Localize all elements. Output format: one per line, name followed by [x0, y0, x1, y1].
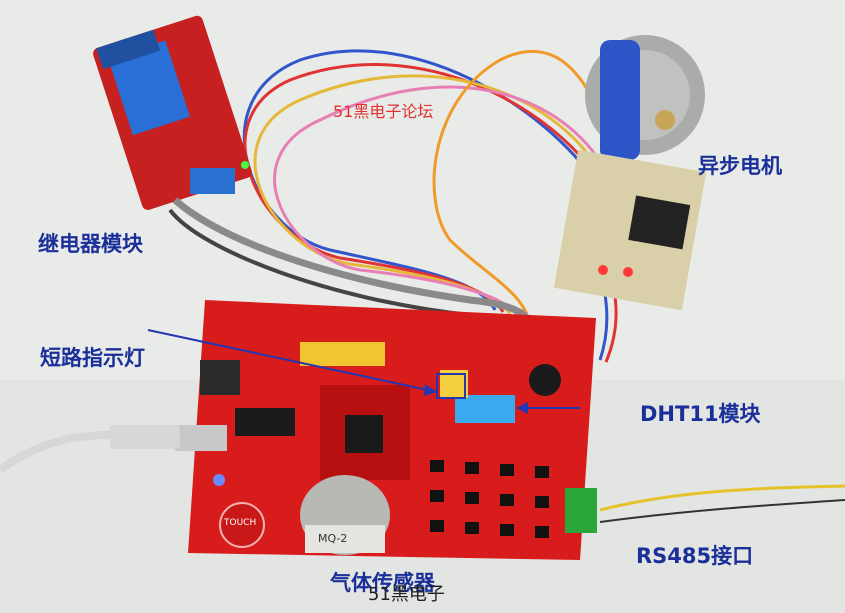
dht11-module-label: DHT11模块: [640, 402, 761, 426]
mq2-silkscreen: MQ-2: [318, 532, 348, 545]
relay-module-illustration: [93, 15, 252, 210]
watermark-bottom: 51黑电子: [368, 584, 445, 605]
touch-silkscreen: TOUCH: [224, 518, 257, 528]
stepper-motor-illustration: [553, 35, 707, 311]
watermark-top: 51黑电子论坛: [333, 102, 434, 121]
rs485-port-label: RS485接口: [636, 544, 754, 568]
short-indicator-label: 短路指示灯: [40, 346, 145, 370]
stepper-motor-label: 异步电机: [698, 154, 782, 178]
annotation-arrows: [147, 329, 580, 414]
short-indicator-highlight-box: [436, 373, 466, 399]
dev-board-illustration: [175, 300, 597, 560]
relay-module-label: 继电器模块: [38, 232, 143, 256]
gas-sensor-label: 气体传感器: [330, 571, 435, 595]
